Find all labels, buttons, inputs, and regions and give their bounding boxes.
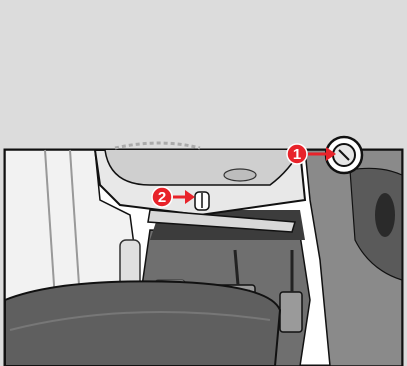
hood-release-lever-icon [195,192,209,210]
accelerator-pedal [280,292,302,332]
seat-cushion [5,281,280,366]
callout-1-label: 1 [293,146,301,163]
callout-2-label: 2 [158,189,166,206]
